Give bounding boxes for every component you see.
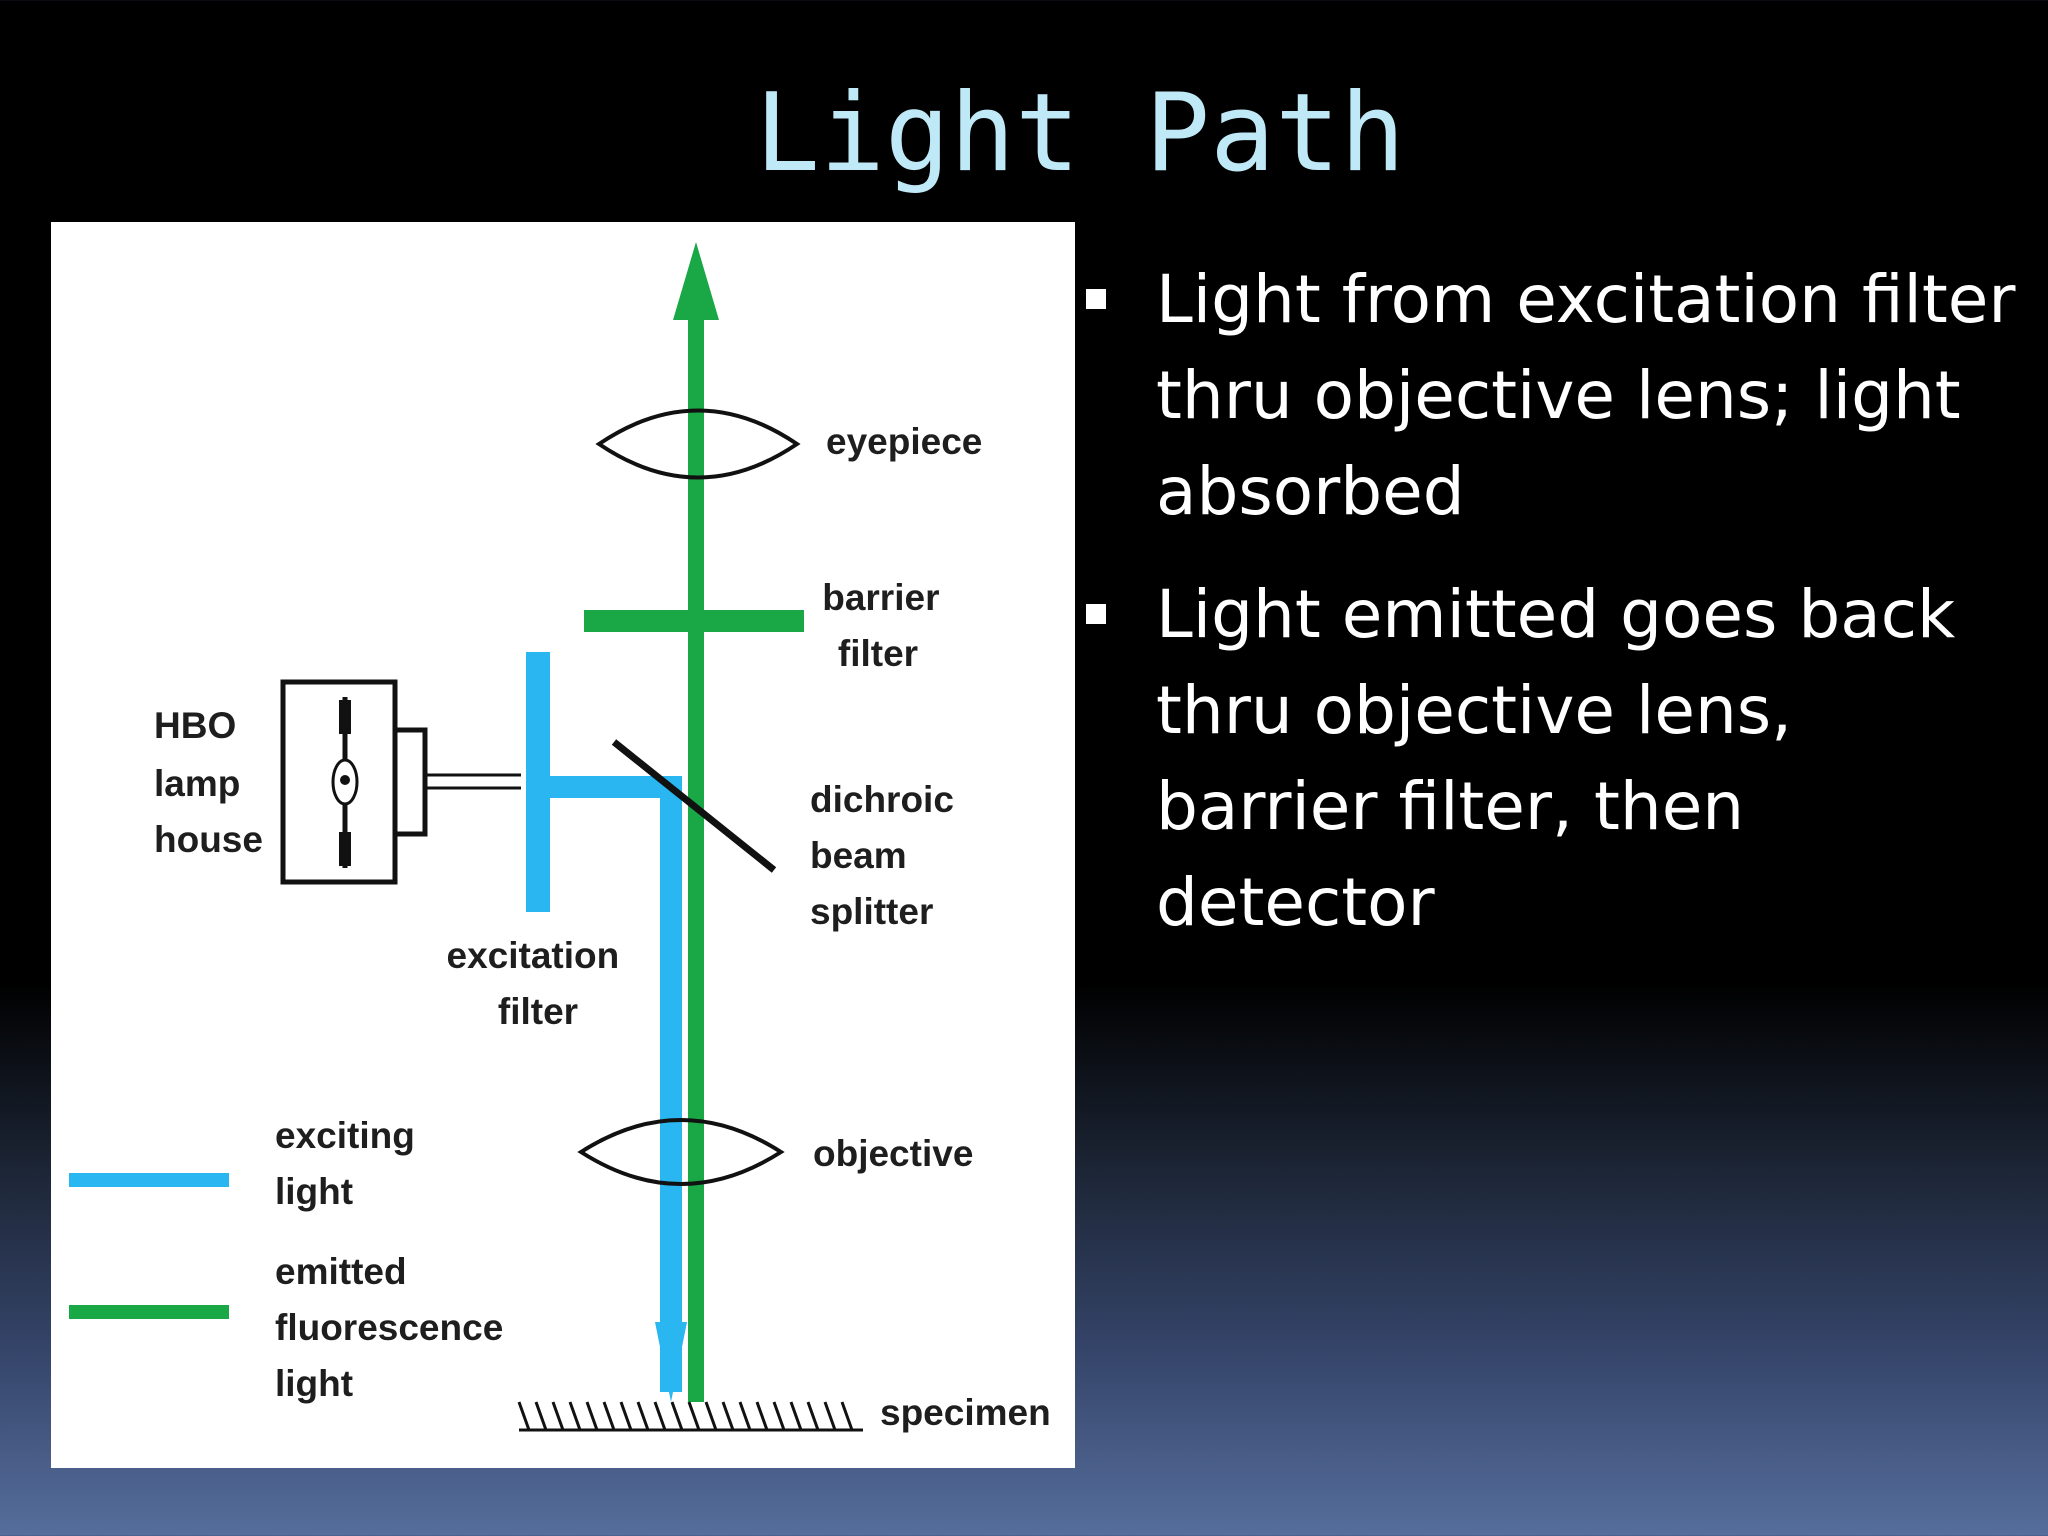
label-objective: objective — [813, 1133, 973, 1174]
label-eyepiece: eyepiece — [826, 421, 982, 462]
label-barrier-filter: barrier filter — [822, 577, 950, 674]
legend-label-emitted: emitted fluorescence light — [275, 1251, 514, 1404]
hbo-lamp-house — [280, 679, 521, 885]
bullet-text: Light from excitation filter thru object… — [1156, 261, 2016, 530]
bullet-item: Light emitted goes back thru objective l… — [1080, 567, 2030, 951]
square-bullet-icon — [1086, 289, 1106, 309]
label-specimen: specimen — [880, 1392, 1051, 1433]
square-bullet-icon — [1086, 604, 1106, 624]
legend-label-exciting: exciting light — [275, 1115, 425, 1212]
bullet-list: Light from excitation filter thru object… — [1080, 252, 2030, 978]
emitted-light-arrowhead — [673, 242, 719, 320]
objective-lens — [577, 1118, 785, 1186]
light-path-diagram: eyepiece barrier filter HBO lamp house d… — [51, 222, 1075, 1468]
slide-title: Light Path — [754, 71, 1406, 196]
dichroic-mirror — [611, 739, 777, 873]
specimen-slide — [517, 1401, 863, 1432]
bullet-item: Light from excitation filter thru object… — [1080, 252, 2030, 540]
eyepiece-lens — [595, 408, 801, 480]
label-dichroic-beam-splitter: dichroic beam splitter — [810, 779, 964, 932]
exciting-light-beam — [550, 776, 682, 1392]
excitation-filter-bar — [526, 652, 550, 912]
bullet-text: Light emitted goes back thru objective l… — [1156, 576, 1956, 941]
label-hbo-lamp-house: HBO lamp house — [154, 705, 263, 860]
label-excitation-filter: excitation filter — [447, 935, 630, 1032]
exciting-light-arrowhead — [655, 1322, 687, 1402]
barrier-filter-bar — [584, 610, 804, 632]
diagram-canvas: eyepiece barrier filter HBO lamp house d… — [69, 242, 1051, 1433]
